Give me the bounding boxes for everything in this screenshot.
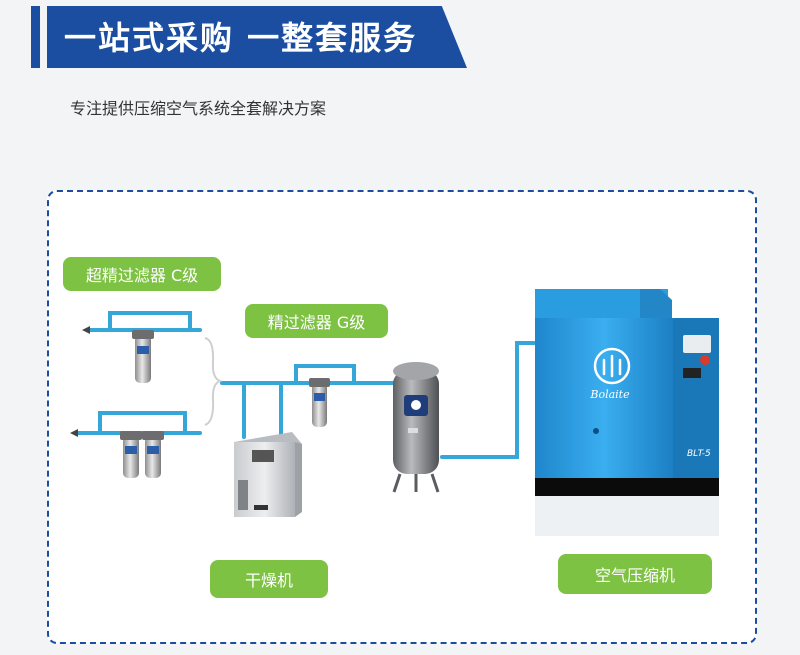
dryer-unit	[234, 432, 302, 517]
super-filter-bottom-a	[120, 431, 142, 478]
label-dryer: 干燥机	[210, 560, 328, 598]
banner-accent-bar	[31, 6, 40, 68]
super-filter-top	[132, 330, 154, 383]
brand-script: Bolaite	[589, 388, 630, 401]
header-banner	[47, 6, 467, 68]
air-compressor	[535, 289, 719, 536]
label-fine-filter: 精过滤器 G级	[245, 304, 388, 338]
page-subtitle: 专注提供压缩空气系统全套解决方案	[70, 99, 327, 118]
super-filter-bottom-b	[142, 431, 164, 478]
outlet-arrow-icon	[82, 326, 90, 334]
outlet-arrow-icon	[70, 429, 78, 437]
label-super-filter: 超精过滤器 C级	[63, 257, 221, 291]
air-receiver-tank	[392, 362, 440, 493]
page-title: 一站式采购 一整套服务	[64, 19, 418, 57]
brace	[204, 337, 223, 426]
fine-filter	[309, 378, 330, 427]
label-compressor: 空气压缩机	[558, 554, 712, 594]
model-badge: BLT-5	[687, 449, 711, 459]
